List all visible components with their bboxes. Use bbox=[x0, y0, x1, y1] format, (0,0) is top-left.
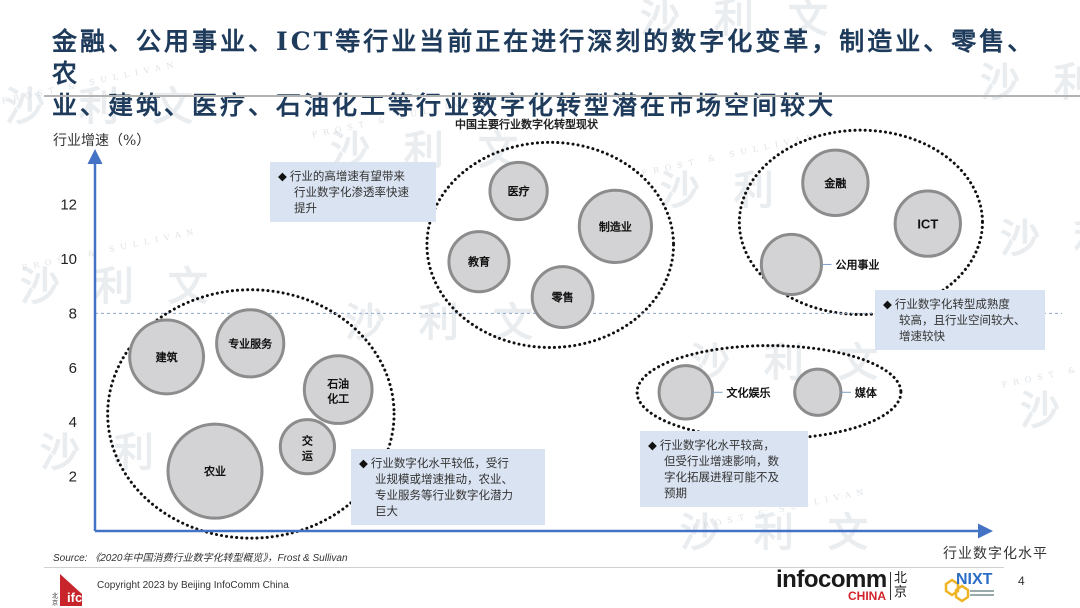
y-tick-label: 6 bbox=[69, 360, 77, 377]
callout-mature: ◆行业数字化转型成熟度 较高，且行业空间较大、 增速较快 bbox=[875, 290, 1045, 350]
bubble-文化娱乐: 文化娱乐 bbox=[657, 364, 771, 421]
bubble-label: 媒体 bbox=[854, 385, 878, 399]
y-tick-label: 10 bbox=[60, 251, 77, 268]
infocomm-china-logo: CHINA bbox=[848, 589, 886, 603]
svg-text:京: 京 bbox=[52, 599, 58, 606]
bubble-专业服务: 专业服务 bbox=[215, 308, 286, 379]
y-tick-label: 4 bbox=[69, 414, 77, 431]
y-tick-label: 12 bbox=[60, 197, 77, 214]
bubble-circle bbox=[302, 354, 374, 425]
bubble-交运: 交运 bbox=[278, 418, 337, 476]
bubble-circle bbox=[657, 364, 715, 421]
bubble-零售: 零售 bbox=[530, 265, 595, 329]
ifc-logo: ifc 北 京 bbox=[52, 574, 82, 606]
nixt-logo-text: NIXT bbox=[956, 571, 993, 588]
bubble-label: 石油 bbox=[326, 377, 349, 391]
bubble-circle bbox=[215, 308, 286, 379]
bubble-label: 建筑 bbox=[156, 350, 178, 364]
bubble-label: ICT bbox=[917, 217, 938, 232]
high-growth-cluster bbox=[425, 140, 676, 349]
bubble-label: 医疗 bbox=[508, 184, 530, 198]
bubble-circle bbox=[530, 265, 595, 329]
bubble-label: 公用事业 bbox=[835, 257, 879, 271]
page-number: 4 bbox=[1018, 574, 1025, 588]
y-tick-label: 2 bbox=[69, 469, 77, 486]
bubble-label: 制造业 bbox=[599, 219, 632, 233]
beijing-logo-text: 北京 bbox=[890, 572, 908, 600]
bubble-石油化工: 石油化工 bbox=[302, 354, 374, 425]
footer-divider bbox=[44, 567, 1004, 568]
y-axis-label: 行业增速（%） bbox=[53, 133, 151, 149]
bubble-label: 交 bbox=[302, 434, 313, 448]
bubble-label: 金融 bbox=[823, 176, 846, 190]
bullet-diamond-icon: ◆ bbox=[883, 297, 892, 311]
copyright-text: Copyright 2023 by Beijing InfoComm China bbox=[97, 580, 289, 591]
svg-text:ifc: ifc bbox=[67, 590, 82, 605]
bullet-diamond-icon: ◆ bbox=[278, 169, 287, 183]
bubble-circle bbox=[893, 189, 962, 258]
mature-cluster bbox=[737, 128, 984, 317]
infocomm-logo: infocomm bbox=[776, 566, 887, 593]
bubble-label: 零售 bbox=[551, 290, 574, 304]
low-digitalization-cluster bbox=[106, 288, 396, 540]
callout-high-growth: ◆行业的高增速有望带来 行业数字化渗透率快速 提升 bbox=[270, 162, 436, 222]
bubble-ICT: ICT bbox=[893, 189, 962, 258]
bubble-建筑: 建筑 bbox=[128, 318, 206, 396]
chart-title: 中国主要行业数字化转型现状 bbox=[455, 118, 598, 131]
bubble-金融: 金融 bbox=[801, 148, 870, 218]
bubble-制造业: 制造业 bbox=[577, 188, 654, 264]
bubble-医疗: 医疗 bbox=[488, 160, 549, 222]
bubble-circle bbox=[166, 422, 264, 520]
bubble-农业: 农业 bbox=[166, 422, 264, 520]
bubble-circle bbox=[801, 148, 870, 218]
callout-low-digital: ◆行业数字化水平较低，受行 业规模或增速推动，农业、 专业服务等行业数字化潜力 … bbox=[351, 449, 545, 525]
svg-text:北: 北 bbox=[52, 592, 58, 600]
bubble-circle bbox=[793, 367, 843, 417]
bubble-教育: 教育 bbox=[447, 230, 511, 294]
bubble-公用事业: 公用事业 bbox=[759, 232, 879, 297]
source-note: Source: 《2020年中国消费行业数字化转型概览》，Frost & Sul… bbox=[53, 553, 348, 564]
x-axis-label: 行业数字化水平 bbox=[943, 546, 1048, 562]
slide-title-line1: 金融、公用事业、ICT等行业当前正在进行深刻的数字化变革，制造业、零售、农 bbox=[52, 27, 1036, 88]
bullet-diamond-icon: ◆ bbox=[648, 438, 657, 452]
bubble-label: 化工 bbox=[327, 392, 349, 406]
bubble-label: 运 bbox=[302, 450, 313, 463]
bubble-circle bbox=[488, 160, 549, 222]
bubble-circle bbox=[447, 230, 511, 294]
bubble-circle bbox=[577, 188, 654, 264]
callout-high-digital: ◆行业数字化水平较高， 但受行业增速影响，数 字化拓展进程可能不及 预期 bbox=[640, 431, 808, 507]
bubble-circle bbox=[278, 418, 337, 476]
y-tick-label: 8 bbox=[69, 305, 77, 322]
bubble-label: 农业 bbox=[203, 464, 226, 478]
bubble-label: 文化娱乐 bbox=[727, 385, 771, 399]
bubble-circle bbox=[759, 232, 823, 297]
bubble-circle bbox=[128, 318, 206, 396]
bubble-label: 专业服务 bbox=[228, 336, 273, 350]
nixt-logo-icon bbox=[944, 578, 994, 603]
bubble-label: 教育 bbox=[467, 255, 490, 269]
bullet-diamond-icon: ◆ bbox=[359, 456, 368, 470]
title-divider bbox=[44, 95, 1080, 97]
bubble-媒体: 媒体 bbox=[793, 367, 878, 417]
